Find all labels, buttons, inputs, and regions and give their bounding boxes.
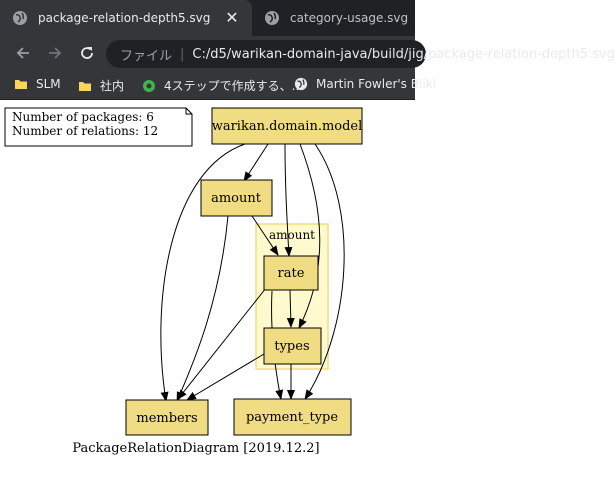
globe-icon: [294, 77, 308, 91]
folder-icon: [79, 81, 91, 91]
cluster-amount-label: amount: [269, 228, 315, 242]
edge-rate-members: [177, 287, 267, 400]
close-tab-icon[interactable]: ✕: [225, 8, 239, 27]
bookmark-label: SLM: [36, 77, 61, 91]
scheme-label: ファイル: [120, 48, 173, 64]
tab-strip: package-relation-depth5.svg ✕ category-u…: [0, 0, 415, 36]
back-button[interactable]: [12, 42, 34, 64]
edge-model-amount: [243, 143, 269, 182]
forward-button[interactable]: [44, 42, 66, 64]
edge-amount-rate: [251, 215, 279, 256]
bookmark-label: Martin Fowler's Bliki: [316, 77, 436, 91]
omnibox-divider: |: [180, 46, 185, 62]
diagram-caption: PackageRelationDiagram [2019.12.2]: [72, 441, 319, 456]
edge-rate-types: [286, 289, 295, 328]
bookmark-fowler[interactable]: Martin Fowler's Bliki: [294, 77, 436, 91]
bookmark-folder-internal[interactable]: 社内: [78, 77, 124, 94]
node-label: warikan.domain.model: [212, 119, 363, 134]
reload-button[interactable]: [76, 42, 98, 64]
bookmark-label: 社内: [100, 79, 125, 93]
tab-title: package-relation-depth5.svg: [38, 11, 211, 25]
url-text: C:/d5/warikan-domain-java/build/jig/pack…: [192, 46, 615, 62]
edge-model-rate: [284, 143, 293, 257]
bookmarks-bar: SLM 社内 4ステップで作成する、... Martin Fowler's Bl…: [0, 70, 436, 100]
summary-note: Number of packages: 6 Number of relation…: [4, 107, 193, 147]
node-label: members: [136, 411, 197, 426]
node-warikan-domain-model: warikan.domain.model: [211, 107, 363, 145]
node-label: payment_type: [246, 410, 338, 425]
address-bar[interactable]: ファイル | C:/d5/warikan-domain-java/build/j…: [106, 40, 615, 68]
edge-amount-members: [176, 215, 229, 402]
tab-title: category-usage.svg: [290, 11, 409, 25]
node-label: rate: [278, 266, 305, 281]
svg-document-view: Number of packages: 6 Number of relation…: [0, 100, 415, 475]
bookmark-folder-slm[interactable]: SLM: [14, 77, 61, 91]
folder-icon: [15, 80, 27, 89]
edge-model-payment-type: [304, 143, 345, 400]
globe-icon: [13, 11, 27, 25]
arrow-right-icon: [49, 47, 62, 59]
package-count-text: Number of packages: 6: [12, 110, 154, 124]
edge-types-members: [186, 353, 265, 401]
edge-model-members: [160, 143, 246, 402]
browser-toolbar: ファイル | C:/d5/warikan-domain-java/build/j…: [0, 36, 615, 70]
tab-package-relation[interactable]: package-relation-depth5.svg ✕: [0, 0, 252, 36]
node-amount: amount: [200, 179, 273, 217]
reload-icon: [81, 47, 93, 59]
node-members: members: [125, 399, 209, 436]
package-relation-diagram: Number of packages: 6 Number of relation…: [4, 107, 363, 456]
bookmark-4step[interactable]: 4ステップで作成する、...: [142, 77, 303, 94]
node-payment-type: payment_type: [233, 398, 352, 436]
globe-icon: [265, 11, 279, 25]
node-types: types: [263, 327, 322, 365]
node-label: amount: [211, 191, 262, 206]
arrow-left-icon: [16, 47, 29, 59]
node-rate: rate: [263, 255, 319, 291]
edge-model-types: [298, 143, 321, 329]
tab-category-usage[interactable]: category-usage.svg: [252, 0, 422, 36]
node-label: types: [274, 339, 309, 354]
relation-count-text: Number of relations: 12: [12, 124, 158, 138]
relation-edges: [160, 143, 345, 402]
bookmark-label: 4ステップで作成する、...: [164, 79, 304, 93]
green-circle-icon: [143, 79, 155, 92]
